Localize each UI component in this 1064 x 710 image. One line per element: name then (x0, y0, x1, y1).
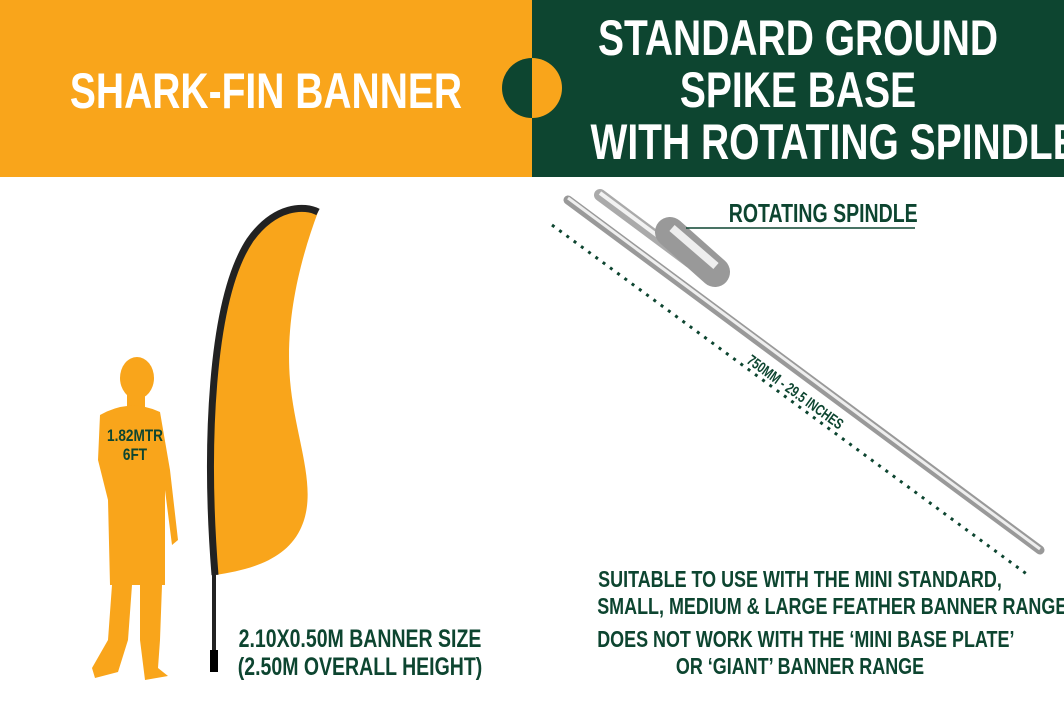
header-right-panel (532, 0, 1064, 177)
overall-height: (2.50M OVERALL HEIGHT) (237, 653, 483, 681)
spindle-label: ROTATING SPINDLE (728, 198, 918, 228)
header-left-panel (0, 0, 532, 177)
ground-spike-image (563, 189, 1045, 555)
person-silhouette (92, 357, 178, 680)
height-metric: 1.82MTR (107, 426, 163, 445)
note-line: SUITABLE TO USE WITH THE MINI STANDARD, (598, 566, 1002, 592)
title-line: WITH ROTATING SPINDLE (590, 114, 1064, 170)
header-divider-circle (502, 58, 562, 118)
shark-fin-banner-image (207, 204, 320, 672)
height-imperial: 6FT (122, 445, 148, 464)
compatibility-notes: SUITABLE TO USE WITH THE MINI STANDARD, … (597, 566, 1064, 680)
note-line: SMALL, MEDIUM & LARGE FEATHER BANNER RAN… (597, 593, 1064, 619)
title-line: STANDARD GROUND (597, 10, 999, 66)
person-height-label: 1.82MTR 6FT (99, 426, 171, 464)
banner-title: SHARK-FIN BANNER (69, 63, 463, 119)
banner-size-label: 2.10X0.50M BANNER SIZE (2.50M OVERALL HE… (235, 625, 485, 681)
spike-title: STANDARD GROUND SPIKE BASE WITH ROTATING… (590, 10, 1064, 170)
title-line: SPIKE BASE (679, 62, 917, 118)
banner-size: 2.10X0.50M BANNER SIZE (238, 625, 482, 653)
note-line: OR ‘GIANT’ BANNER RANGE (675, 653, 925, 679)
note-line: DOES NOT WORK WITH THE ‘MINI BASE PLATE’ (597, 626, 1015, 652)
